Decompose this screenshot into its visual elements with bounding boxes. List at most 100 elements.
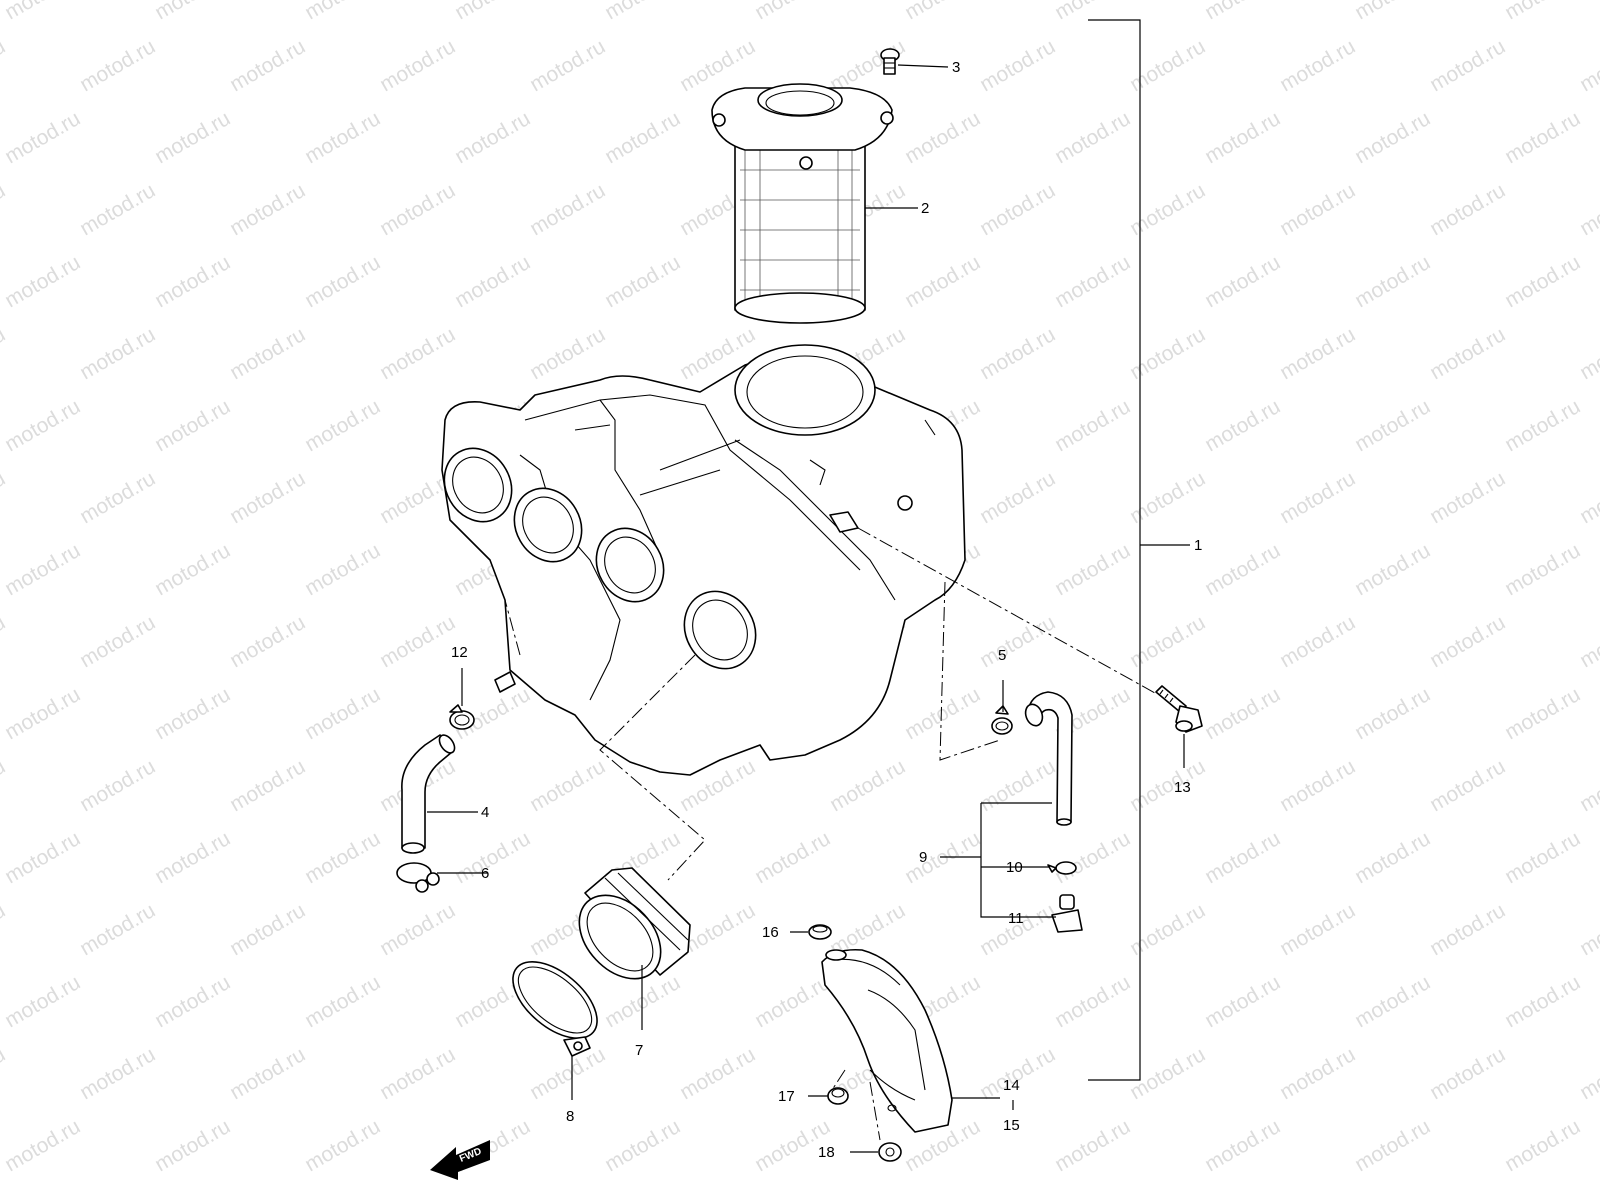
- watermark-text: motod.ru: [451, 0, 534, 24]
- watermark-text: motod.ru: [1351, 971, 1434, 1032]
- watermark-text: motod.ru: [751, 827, 834, 888]
- part-drain-plug-11: [1051, 894, 1083, 933]
- part-gasket-6: [396, 862, 440, 893]
- watermark-text: motod.ru: [976, 35, 1059, 96]
- watermark-text: motod.ru: [376, 1043, 459, 1104]
- watermark-text: motod.ru: [0, 755, 9, 816]
- watermark-text: motod.ru: [601, 0, 684, 24]
- callout-9: 9: [919, 849, 927, 866]
- watermark-text: motod.ru: [1426, 899, 1509, 960]
- leader-lines: [427, 19, 1190, 1153]
- watermark-text: motod.ru: [1201, 971, 1284, 1032]
- watermark-text: motod.ru: [1126, 611, 1209, 672]
- part-clamp-12: [449, 704, 475, 730]
- callout-10: 10: [1006, 859, 1023, 876]
- watermark-text: motod.ru: [1126, 179, 1209, 240]
- callout-8: 8: [566, 1108, 574, 1125]
- watermark-text: motod.ru: [1351, 395, 1434, 456]
- watermark-text: motod.ru: [526, 1043, 609, 1104]
- watermark-text: motod.ru: [1201, 107, 1284, 168]
- callout-12: 12: [451, 644, 468, 661]
- part-air-filter-2: [711, 83, 894, 324]
- callout-6: 6: [481, 865, 489, 882]
- watermark-text: motod.ru: [226, 323, 309, 384]
- watermark-text: motod.ru: [151, 971, 234, 1032]
- watermark-text: motod.ru: [1051, 1115, 1134, 1176]
- watermark-text: motod.ru: [1576, 1043, 1600, 1104]
- watermark-text: motod.ru: [0, 899, 9, 960]
- part-clip-10: [1047, 861, 1077, 875]
- callout-3: 3: [952, 59, 960, 76]
- watermark-text: motod.ru: [301, 251, 384, 312]
- watermark-text: motod.ru: [1201, 683, 1284, 744]
- watermark-text: motod.ru: [0, 179, 9, 240]
- watermark-text: motod.ru: [601, 1115, 684, 1176]
- watermark-text: motod.ru: [1051, 971, 1134, 1032]
- callout-13: 13: [1174, 779, 1191, 796]
- watermark-text: motod.ru: [1201, 251, 1284, 312]
- watermark-text: motod.ru: [676, 1043, 759, 1104]
- watermark-text: motod.ru: [151, 683, 234, 744]
- watermark-text: motod.ru: [1501, 1115, 1584, 1176]
- callout-14: 14: [1003, 1077, 1020, 1094]
- watermark-text: motod.ru: [1276, 467, 1359, 528]
- watermark-text: motod.ru: [76, 467, 159, 528]
- watermark-text: motod.ru: [1051, 395, 1134, 456]
- watermark-text: motod.ru: [376, 35, 459, 96]
- part-screw-3: [880, 48, 900, 75]
- watermark-text: motod.ru: [901, 683, 984, 744]
- watermark-text: motod.ru: [1051, 539, 1134, 600]
- watermark-text: motod.ru: [901, 827, 984, 888]
- watermark-text: motod.ru: [1201, 827, 1284, 888]
- watermark-text: motod.ru: [1, 827, 84, 888]
- watermark-text: motod.ru: [376, 611, 459, 672]
- watermark-text: motod.ru: [301, 827, 384, 888]
- part-clamp-5: [991, 705, 1013, 735]
- watermark-text: motod.ru: [76, 611, 159, 672]
- watermark-text: motod.ru: [151, 0, 234, 24]
- watermark-text: motod.ru: [1351, 107, 1434, 168]
- watermark-text: motod.ru: [1201, 0, 1284, 24]
- watermark-text: motod.ru: [601, 107, 684, 168]
- watermark-text: motod.ru: [0, 35, 9, 96]
- watermark-text: motod.ru: [1276, 179, 1359, 240]
- watermark-text: motod.ru: [1501, 539, 1584, 600]
- watermark-text: motod.ru: [1426, 179, 1509, 240]
- watermark-text: motod.ru: [0, 323, 9, 384]
- watermark-text: motod.ru: [226, 899, 309, 960]
- watermark-text: motod.ru: [976, 755, 1059, 816]
- watermark-text: motod.ru: [1276, 899, 1359, 960]
- watermark-text: motod.ru: [1201, 395, 1284, 456]
- watermark-text: motod.ru: [1201, 539, 1284, 600]
- part-hose-4: [401, 734, 456, 854]
- watermark-text: motod.ru: [1126, 899, 1209, 960]
- watermark-text: motod.ru: [1, 1115, 84, 1176]
- watermark-text: motod.ru: [1276, 611, 1359, 672]
- watermark-text: motod.ru: [826, 35, 909, 96]
- watermark-text: motod.ru: [526, 35, 609, 96]
- watermark-text: motod.ru: [676, 35, 759, 96]
- watermark-text: motod.ru: [376, 323, 459, 384]
- watermark-text: motod.ru: [1576, 755, 1600, 816]
- watermark-text: motod.ru: [1276, 755, 1359, 816]
- fwd-arrow-icon: FWD: [430, 1140, 490, 1180]
- installation-lines: [504, 527, 1156, 1141]
- watermark-text: motod.ru: [1576, 323, 1600, 384]
- watermark-text: motod.ru: [601, 251, 684, 312]
- callout-labels: 1 2 3 4 5 6 7 8 9 10 11 12 13 14 15 16 1…: [451, 59, 1202, 1161]
- part-drain-hose-9: [1024, 691, 1073, 826]
- watermark-text: motod.ru: [1126, 467, 1209, 528]
- watermark-text: motod.ru: [901, 251, 984, 312]
- callout-7: 7: [635, 1042, 643, 1059]
- watermark-text: motod.ru: [1576, 467, 1600, 528]
- watermark-text: motod.ru: [976, 1043, 1059, 1104]
- watermark-text: motod.ru: [1501, 683, 1584, 744]
- watermark-text: motod.ru: [976, 899, 1059, 960]
- part-cover-14-15: [821, 948, 953, 1133]
- watermark-text: motod.ru: [226, 755, 309, 816]
- callout-15: 15: [1003, 1117, 1020, 1134]
- watermark-text: motod.ru: [1126, 35, 1209, 96]
- watermark-text: motod.ru: [151, 539, 234, 600]
- watermark-text: motod.ru: [1201, 1115, 1284, 1176]
- callout-5: 5: [998, 647, 1006, 664]
